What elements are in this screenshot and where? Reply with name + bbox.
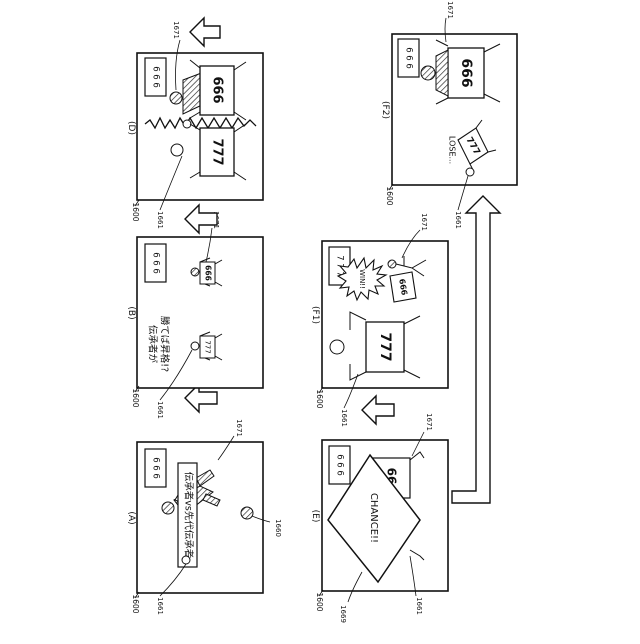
score-text: 6 6 6 [404,47,414,69]
player-head [182,556,190,564]
rival-head [191,268,199,276]
versus-banner-text: 伝承者vs先代伝承者 [183,472,195,559]
panel-a: (A) 1600 6 6 6 伝承者vs先代伝承者 1671 1660 1661 [126,419,282,615]
panel-b: (B) 1600 6 6 6 伝承者が 勝てば昇格!? 666 777 1671… [126,211,263,419]
ref-player: 1661 [415,597,423,615]
rival-card-number: 666 [458,58,474,87]
rival-head [388,260,396,268]
win-burst-text: WIN!! [358,269,366,289]
arrow-e-to-f1 [362,396,394,424]
arrow-up-d [190,18,220,46]
ref-player: 1661 [454,211,462,229]
panel-label: (A) [126,511,136,524]
chance-cutin-text: CHANCE!! [368,493,379,543]
player-head [171,144,183,156]
player-head [191,342,199,350]
panel-label: (F2) [380,101,390,119]
panel-label: (D) [126,121,136,135]
rival-head [170,92,182,104]
rival-card-number: 666 [210,76,225,103]
panel-e: (E) 1600 6 6 6 66 CHANCE!! 1671 1661 166… [310,413,448,623]
panel-label: (F1) [310,306,320,324]
player-card-number: 777 [210,138,225,165]
ref-player: 1661 [156,597,164,615]
panel-label: (B) [126,306,136,319]
panel-d: (D) 1600 6 6 6 666 777 1671 1661 [126,21,263,229]
score-text: 6 6 6 [151,252,161,274]
panel-f1: (F1) 1600 7 7 7 WIN!! 666 777 1671 1661 [310,213,448,427]
ball [241,507,253,519]
arrow-e-to-f2 [452,196,500,503]
rival-head [421,66,435,80]
score-text: 6 6 6 [151,66,161,88]
ref-player: 1661 [340,409,348,427]
ref-ball: 1660 [274,519,282,537]
ref-rival: 1671 [172,21,180,39]
player-card-number: 777 [204,340,212,353]
score-text: 6 6 6 [151,457,161,479]
ref-player: 1661 [156,401,164,419]
rival-head [162,502,174,514]
ref-rival: 1671 [446,1,454,19]
ref-rival: 1671 [420,213,428,231]
panel-f2: (F2) 1600 6 6 6 666 LOSE... 777 1671 166… [380,1,517,229]
ref-cutin: 1669 [339,605,347,623]
ref-player: 1661 [156,211,164,229]
player-head [330,340,344,354]
lose-text: LOSE... [448,136,457,164]
panel-label: (E) [310,510,320,523]
player-card-number: 777 [377,332,393,361]
message-line-2: 勝てば昇格!? [159,316,171,372]
rival-card-number: 666 [204,265,213,281]
player-head [466,168,474,176]
message-line-1: 伝承者が [147,325,159,364]
ref-rival: 1671 [235,419,243,437]
ref-rival: 1671 [425,413,433,431]
score-text: 6 6 6 [335,454,345,476]
